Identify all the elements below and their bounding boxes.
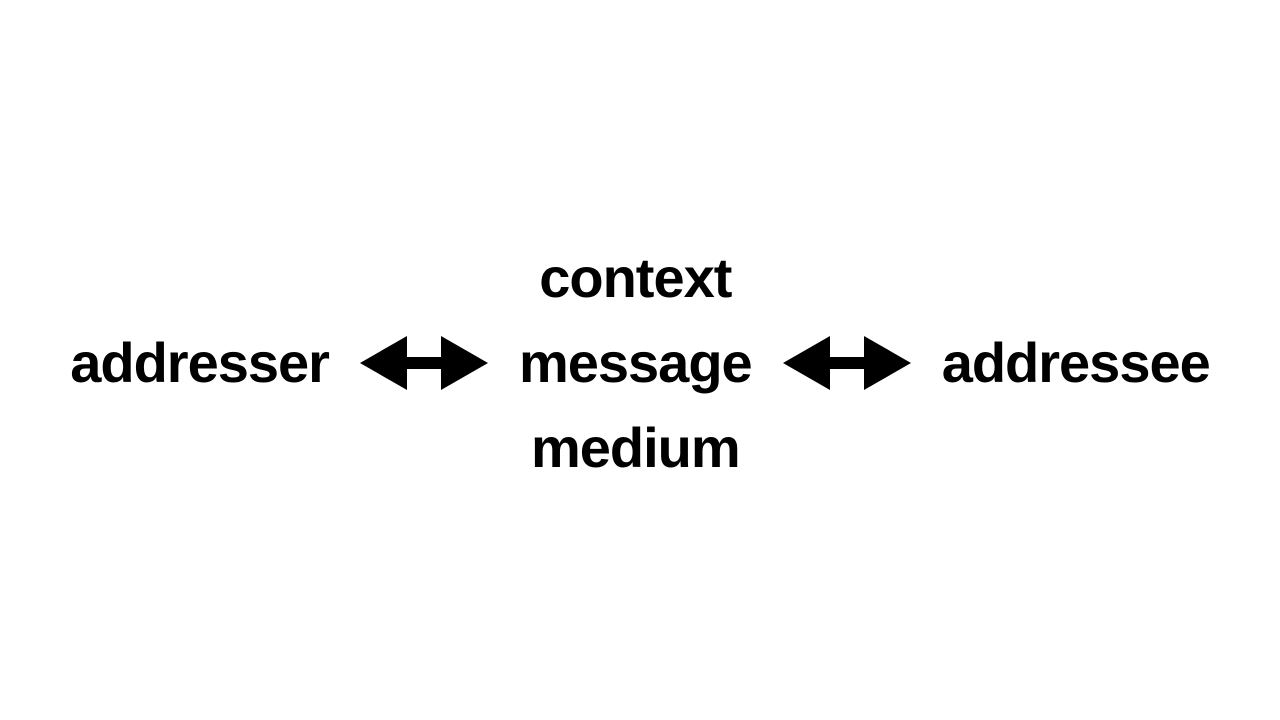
double-arrow-right-icon xyxy=(782,335,911,390)
addressee-label: addressee xyxy=(941,331,1211,394)
diagram-row: addresser context message medium address… xyxy=(70,230,1211,490)
double-arrow-left-icon xyxy=(359,335,488,390)
addresser-label: addresser xyxy=(70,331,330,394)
medium-label: medium xyxy=(530,416,741,479)
context-label: context xyxy=(539,246,732,309)
center-column: context message medium xyxy=(518,235,753,490)
message-label: message xyxy=(518,331,753,394)
